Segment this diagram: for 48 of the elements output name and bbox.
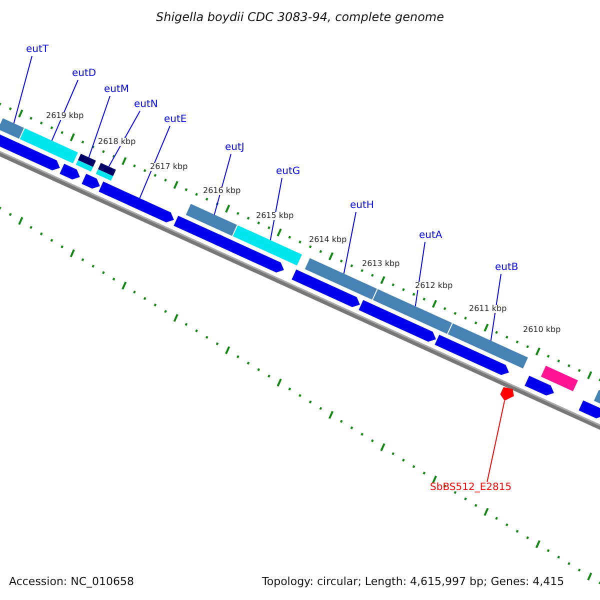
leader-line (51, 80, 78, 142)
gene-label: eutB (495, 263, 518, 273)
gene-feature (434, 334, 509, 376)
gene-feature (0, 132, 60, 170)
leader-line (490, 274, 502, 342)
gene-label: eutE (164, 115, 187, 125)
gene-feature (358, 300, 436, 342)
scale-label: 2613 kbp (361, 260, 401, 268)
scale-label: 2616 kbp (202, 187, 242, 195)
leader-line (88, 96, 110, 158)
gene-feature (524, 376, 554, 396)
leader-line (108, 110, 140, 168)
gene-label: eutH (350, 201, 374, 211)
scale-label: 2617 kbp (149, 163, 189, 171)
gene-feature (98, 182, 174, 222)
chart-title: Shigella boydii CDC 3083-94, complete genome (154, 11, 446, 23)
gene-label: eutA (419, 231, 442, 241)
scale-label: 2610 kbp (522, 326, 562, 334)
gene-label: eutM (104, 85, 130, 95)
leader-line (343, 212, 356, 274)
gene-label: SbBS512_E2815 (430, 483, 512, 493)
gene-feature (0, 118, 24, 139)
gene-label: eutJ (225, 143, 244, 153)
gene-marker (500, 387, 514, 401)
gene-label: eutG (276, 167, 300, 177)
gene-feature (292, 270, 360, 308)
gene-label: eutT (26, 45, 49, 55)
gene-feature (76, 160, 94, 172)
gene-label: eutN (134, 100, 158, 110)
gene-label: eutD (72, 69, 96, 79)
leader-line (139, 126, 170, 199)
gene-feature (82, 174, 100, 189)
scale-label: 2614 kbp (308, 236, 348, 244)
scale-label: 2618 kbp (97, 138, 137, 146)
leader-line (13, 56, 32, 124)
scale-label: 2612 kbp (414, 282, 454, 290)
gene-feature (98, 162, 116, 176)
accession-text: Accession: NC_010658 (9, 576, 134, 587)
scale-label: 2611 kbp (468, 305, 508, 313)
scale-label: 2615 kbp (255, 212, 295, 220)
scale-label: 2619 kbp (45, 112, 85, 120)
gene-feature (214, 234, 284, 272)
gene-feature (578, 400, 600, 418)
gene-feature (78, 154, 96, 168)
leader-line (214, 154, 232, 216)
genome-summary-text: Topology: circular; Length: 4,615,997 bp; Genes: 4,415 (262, 576, 564, 587)
leader-line (414, 242, 426, 307)
leader-line (270, 178, 282, 241)
